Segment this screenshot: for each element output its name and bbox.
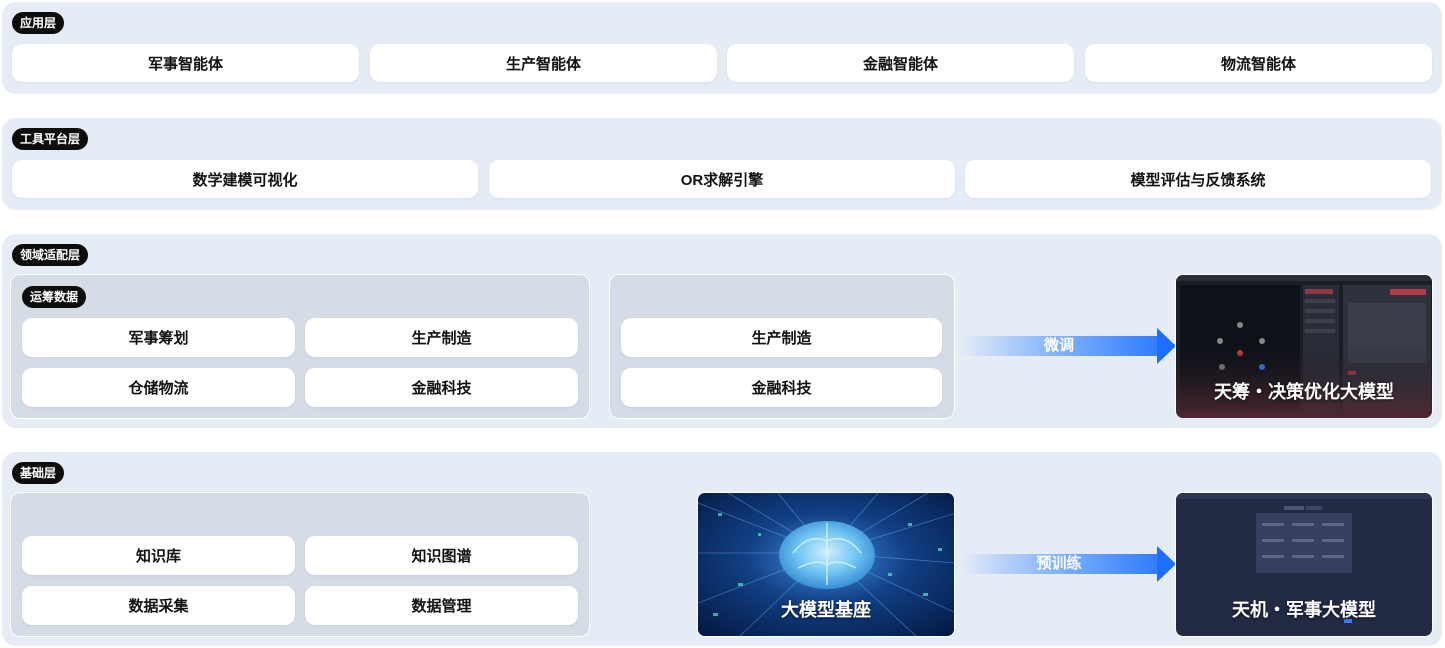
model-caption: 天筹・决策优化大模型 <box>1214 382 1394 402</box>
module-box: 生产制造 <box>305 318 578 357</box>
layer-tag: 基础层 <box>12 462 65 484</box>
arrow-shaft <box>960 554 1158 574</box>
foundation-layer: 基础层 知识库 知识图谱 数据采集 数据管理 <box>2 452 1442 646</box>
module-box: 数学建模可视化 <box>12 160 478 198</box>
layer-tag: 应用层 <box>12 12 65 34</box>
module-box: 金融科技 <box>305 368 578 407</box>
module-box: 数据管理 <box>305 586 578 625</box>
arrow-head <box>1157 546 1176 582</box>
module-box: 数据采集 <box>22 586 295 625</box>
panel-tag: 运筹数据 <box>22 286 87 308</box>
arrow-label: 预训练 <box>1036 555 1082 572</box>
module-box: 模型评估与反馈系统 <box>965 160 1431 198</box>
pretrain-arrow: 预训练 <box>960 546 1176 582</box>
base-caption: 大模型基座 <box>781 600 871 620</box>
foundation-model-image: 大模型基座 <box>697 492 955 637</box>
module-box: 生产智能体 <box>370 44 717 82</box>
domain-data-panel: 生产制造 金融科技 <box>609 274 955 419</box>
layer-tag: 领域适配层 <box>12 244 89 266</box>
module-box: 知识图谱 <box>305 536 578 575</box>
module-box: 生产制造 <box>621 318 942 357</box>
brain-icon <box>698 493 954 636</box>
arrow-label: 微调 <box>1043 337 1074 354</box>
module-box: 军事筹划 <box>22 318 295 357</box>
module-box: 物流智能体 <box>1085 44 1432 82</box>
arrow-head <box>1157 328 1176 364</box>
app-screenshot-image <box>1176 493 1432 623</box>
fine-tune-arrow: 微调 <box>960 328 1176 364</box>
tool-platform-layer: 工具平台层 数学建模可视化 OR求解引擎 模型评估与反馈系统 <box>2 118 1442 210</box>
knowledge-data-panel: 知识库 知识图谱 数据采集 数据管理 <box>10 492 590 637</box>
layer-tag: 工具平台层 <box>12 128 89 150</box>
ops-data-panel: 运筹数据 军事筹划 生产制造 仓储物流 金融科技 <box>10 274 590 419</box>
arrow-shaft <box>960 336 1158 356</box>
model-caption: 天机・军事大模型 <box>1232 600 1376 620</box>
app-screenshot-image <box>1176 275 1432 418</box>
domain-adaptation-layer: 领域适配层 运筹数据 军事筹划 生产制造 仓储物流 金融科技 生产制造 金融科技… <box>2 234 1442 428</box>
module-box: 金融科技 <box>621 368 942 407</box>
decision-model-screenshot: 天筹・决策优化大模型 <box>1175 274 1433 419</box>
module-box: 仓储物流 <box>22 368 295 407</box>
module-box: 知识库 <box>22 536 295 575</box>
application-layer: 应用层 军事智能体 生产智能体 金融智能体 物流智能体 <box>2 2 1442 94</box>
module-box: 金融智能体 <box>727 44 1074 82</box>
module-box: 军事智能体 <box>12 44 359 82</box>
module-box: OR求解引擎 <box>489 160 955 198</box>
military-model-screenshot: 天机・军事大模型 <box>1175 492 1433 637</box>
